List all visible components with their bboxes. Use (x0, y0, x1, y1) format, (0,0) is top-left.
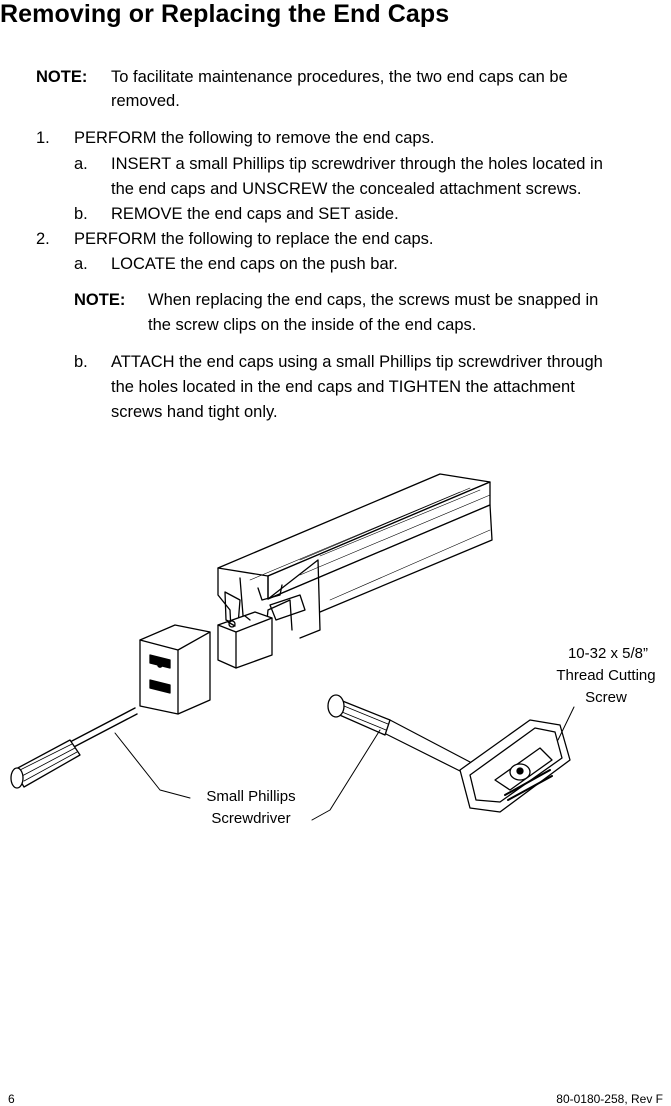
step-2-text: PERFORM the following to replace the end… (74, 230, 434, 248)
step-2b-letter: b. (74, 353, 88, 371)
step-2-number: 2. (36, 230, 50, 248)
step-1b-letter: b. (74, 205, 88, 223)
step-2-note-line-1: When replacing the end caps, the screws … (148, 291, 599, 309)
step-1-number: 1. (36, 129, 50, 147)
screwdriver-callout-line-2: Screwdriver (211, 810, 290, 827)
note-label: NOTE: (36, 68, 88, 86)
end-cap-illustration: 10-32 x 5/8” Thread Cutting Screw Small … (10, 473, 656, 827)
screwdriver-callout-line-1: Small Phillips (206, 788, 295, 805)
page-title: Removing or Replacing the End Caps (0, 0, 450, 28)
step-1a-line-2: the end caps and UNSCREW the concealed a… (111, 180, 582, 198)
screw-callout-line-2: Thread Cutting (556, 667, 655, 684)
page-number: 6 (8, 1092, 15, 1106)
screw-callout-line-3: Screw (585, 689, 627, 706)
step-2a-line-1: LOCATE the end caps on the push bar. (111, 255, 398, 273)
end-cap-with-screw (459, 719, 571, 813)
step-2b-line-2: the holes located in the end caps and TI… (111, 378, 575, 396)
step-2-note-line-2: the screw clips on the inside of the end… (148, 316, 477, 334)
screw-callout-line-1: 10-32 x 5/8” (568, 645, 648, 662)
end-cap-removed (139, 624, 211, 715)
small-phillips-screwdriver-left (10, 707, 138, 789)
step-2b-line-1: ATTACH the end caps using a small Philli… (111, 353, 603, 371)
step-2-note-label: NOTE: (74, 291, 126, 309)
step-2b-line-3: screws hand tight only. (111, 403, 278, 421)
document-id: 80-0180-258, Rev F (556, 1092, 663, 1106)
step-1a-letter: a. (74, 155, 88, 173)
screw-clip (217, 611, 273, 669)
step-2a-letter: a. (74, 255, 88, 273)
step-1a-line-1: INSERT a small Phillips tip screwdriver … (111, 155, 603, 173)
step-1-text: PERFORM the following to remove the end … (74, 129, 435, 147)
push-bar-channel (217, 473, 493, 651)
small-phillips-screwdriver-right (327, 694, 471, 775)
note-text-line-2: removed. (111, 92, 180, 110)
step-1b-line-1: REMOVE the end caps and SET aside. (111, 205, 399, 223)
note-text-line-1: To facilitate maintenance procedures, th… (111, 68, 568, 86)
